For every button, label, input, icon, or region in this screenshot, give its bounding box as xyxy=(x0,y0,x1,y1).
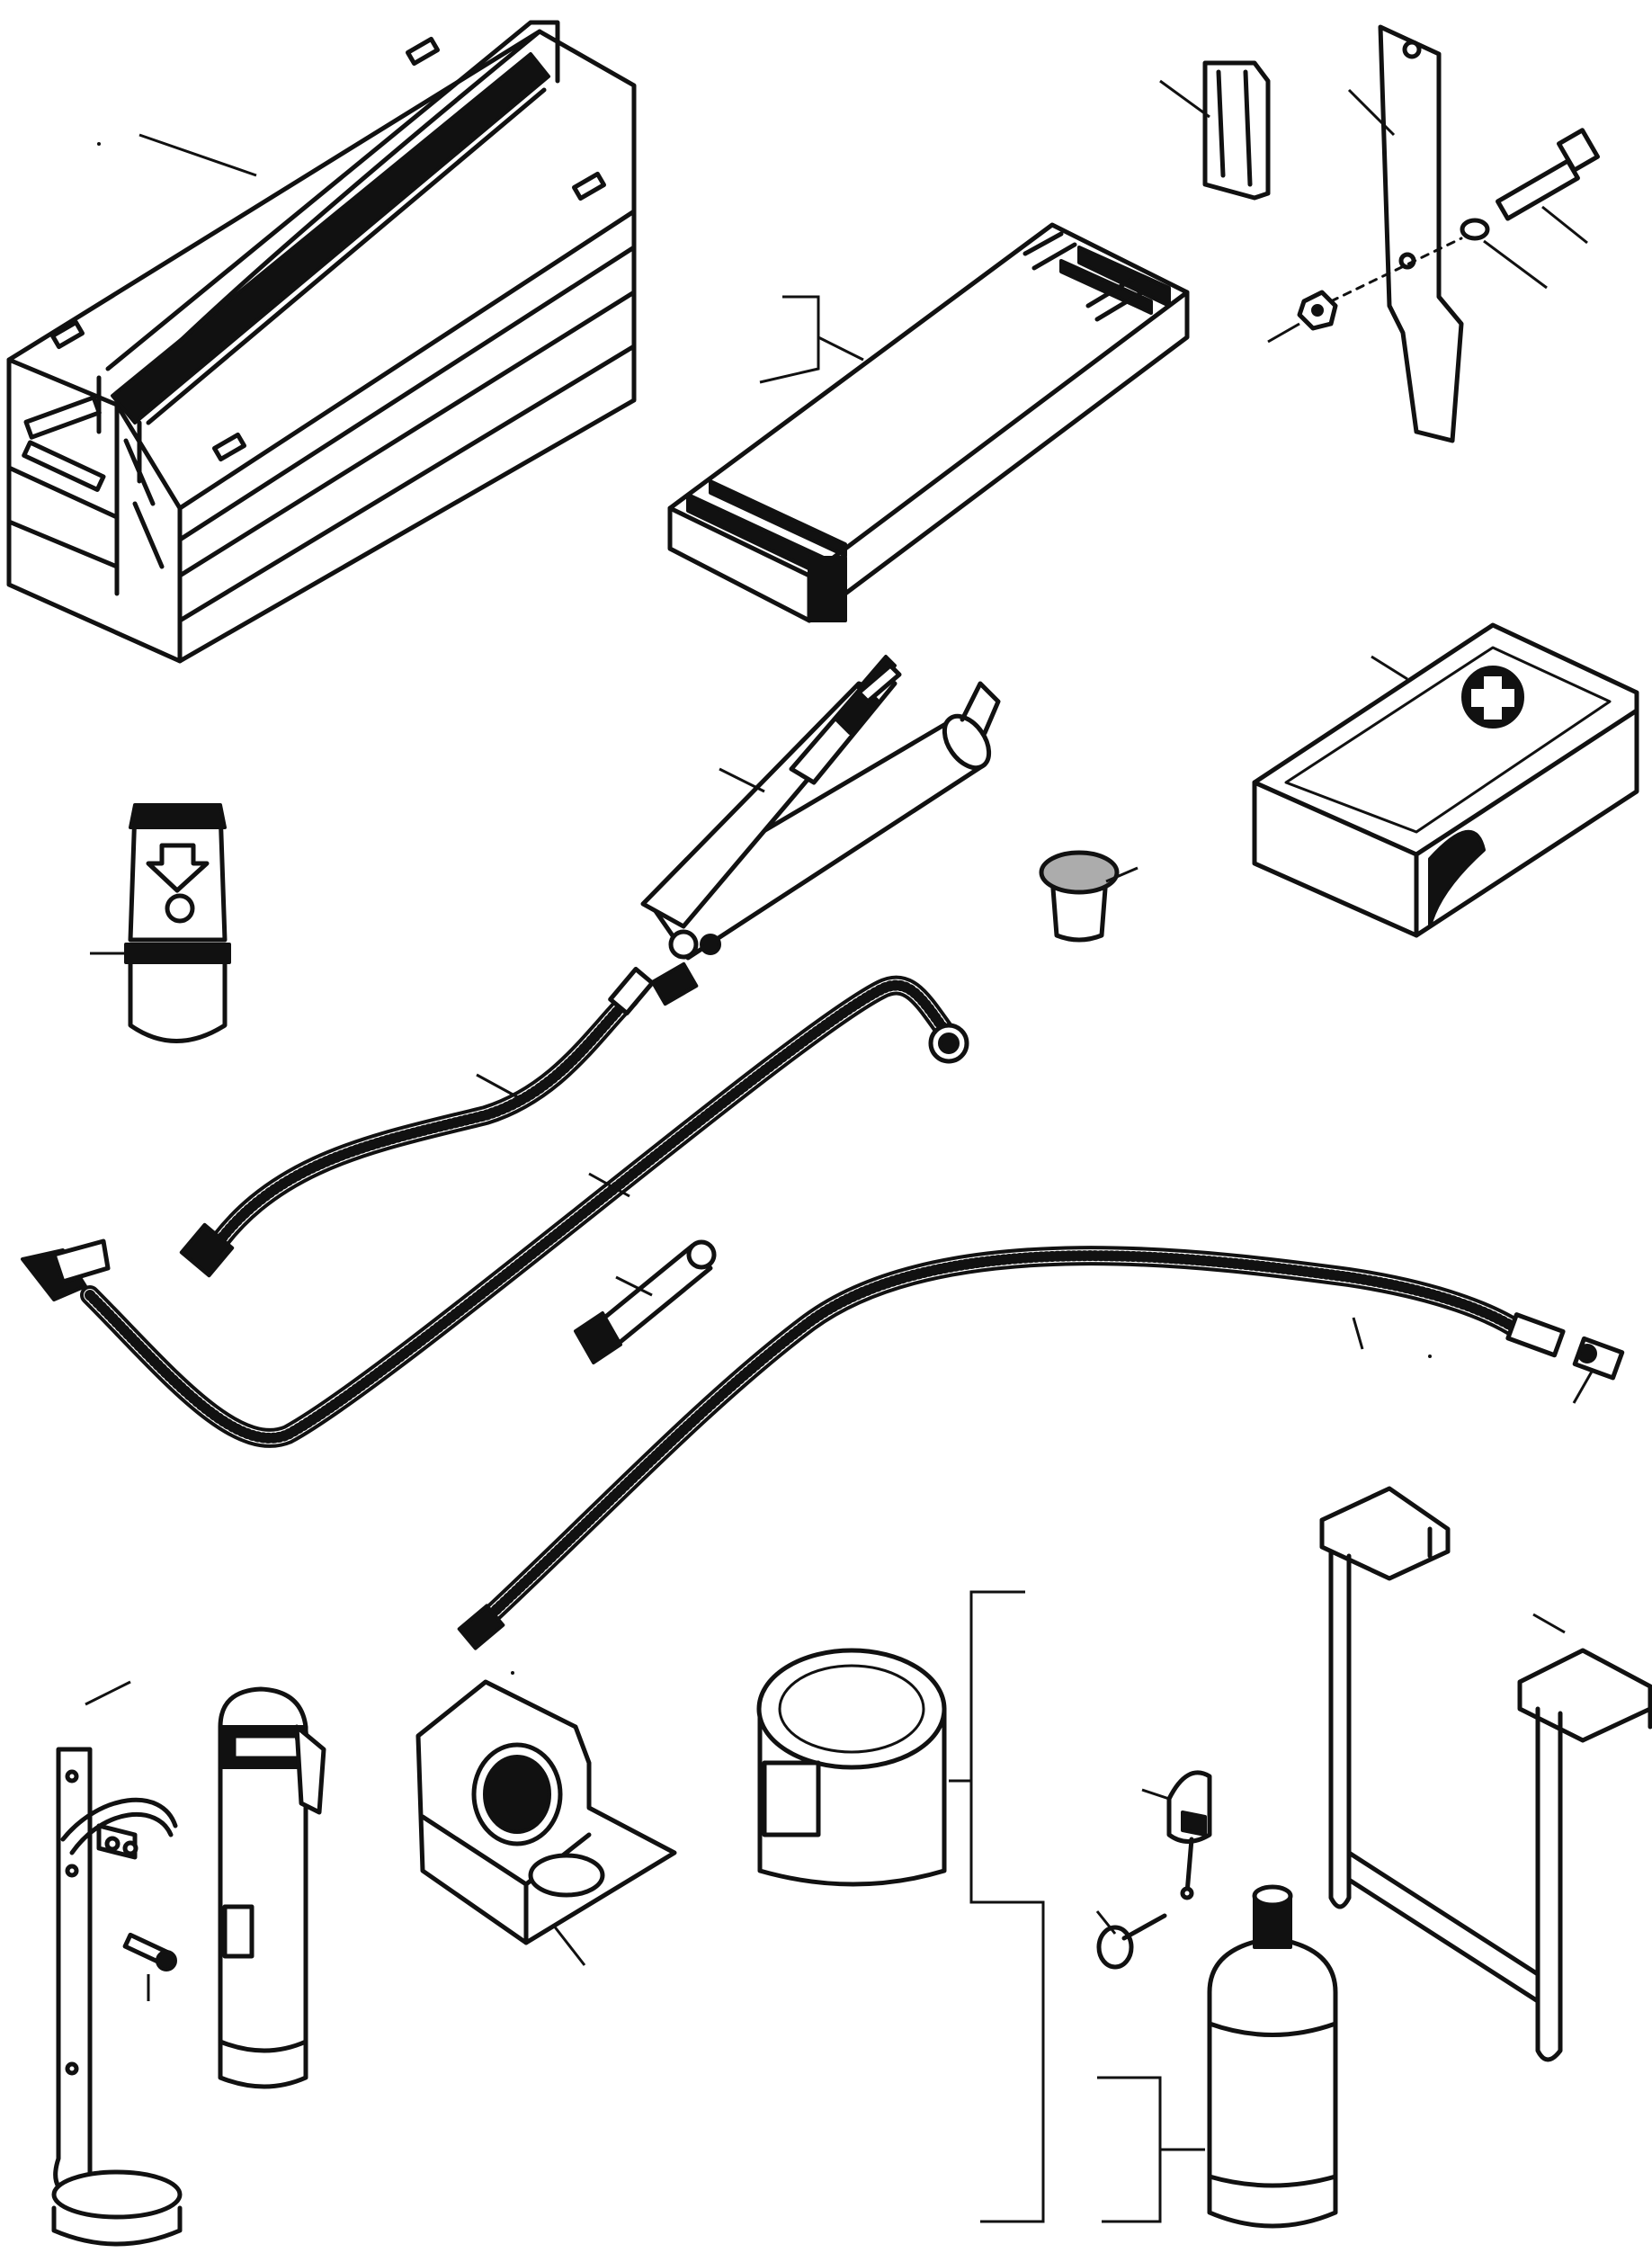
first-aid-kit-icon xyxy=(1252,622,1639,938)
grease-gun-icon xyxy=(640,655,1001,1006)
angle-bracket-icon xyxy=(415,1679,677,1966)
tool-roll-case-icon xyxy=(667,222,1190,623)
stand-frame-icon xyxy=(1319,1486,1652,2062)
fire-extinguisher-icon xyxy=(218,1686,326,2089)
paint-can-icon xyxy=(756,1590,1045,2223)
grease-cartridge-icon xyxy=(90,803,231,1043)
spring-clip-icon xyxy=(1141,1770,1212,1900)
toolbox-icon xyxy=(6,20,637,664)
rigid-extension-pipe-icon xyxy=(21,975,969,1448)
tack-pin-icon xyxy=(1095,1910,1167,1970)
bracket-clip-icon xyxy=(1159,60,1271,201)
hose-clamp-icon xyxy=(60,1797,178,1860)
flexible-hose-short-icon xyxy=(179,966,655,1278)
bolt-icon xyxy=(1496,128,1600,245)
cap-plug-icon xyxy=(1039,850,1139,943)
mounting-strap-icon xyxy=(1347,24,1464,443)
flexible-hose-long-icon xyxy=(457,1246,1566,1650)
adapter-fitting-icon xyxy=(1572,1336,1625,1404)
nut-icon xyxy=(1267,290,1338,344)
washer-icon xyxy=(1460,218,1548,290)
coupler-nozzle-icon xyxy=(574,1239,717,1364)
spray-can-icon xyxy=(1097,1884,1338,2229)
screw-icon xyxy=(122,1932,177,2001)
extinguisher-holder-icon xyxy=(51,1680,183,2247)
